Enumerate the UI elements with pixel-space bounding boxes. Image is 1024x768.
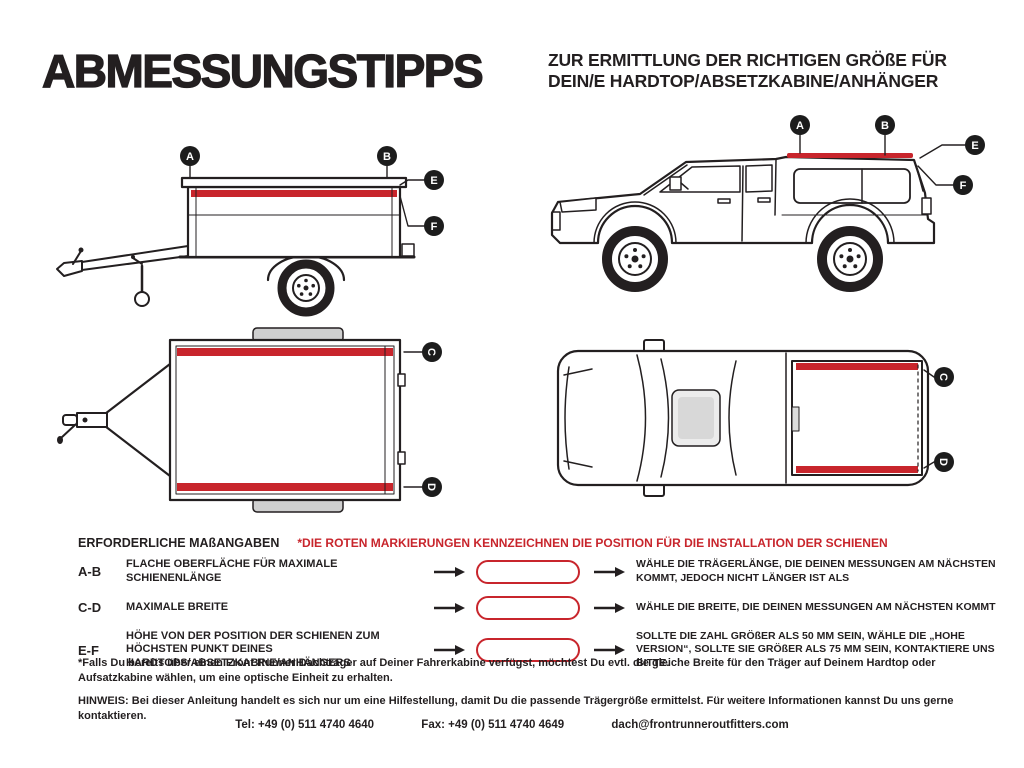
rail-position-marker xyxy=(796,466,918,473)
truck-details xyxy=(551,159,932,244)
truck-side-view-illustration: A B E F xyxy=(550,115,985,292)
svg-text:C: C xyxy=(937,373,949,381)
svg-text:F: F xyxy=(431,221,438,233)
trailer-top-view-illustration: C D xyxy=(57,327,442,513)
hardtop-canopy xyxy=(787,153,924,204)
label-b: B xyxy=(875,115,895,156)
measure-input-ef[interactable] xyxy=(476,638,592,663)
measure-result-ab: WÄHLE DIE TRÄGERLÄNGE, DIE DEINEN MESSUN… xyxy=(636,558,996,584)
jockey-wheel xyxy=(131,255,150,307)
measure-result-cd: WÄHLE DIE BREITE, DIE DEINEN MESSUNGEN A… xyxy=(636,600,996,613)
measurements-heading: ERFORDERLICHE MAßANGABEN xyxy=(78,536,280,550)
rail-position-marker xyxy=(191,190,397,197)
trailer-box xyxy=(180,176,415,259)
label-c: C xyxy=(923,367,954,387)
trailer-wheel xyxy=(277,259,335,317)
svg-text:D: D xyxy=(425,483,437,491)
contact-fax: Fax: +49 (0) 511 4740 4649 xyxy=(421,719,565,731)
truck-top-view-illustration: C D xyxy=(556,339,954,497)
svg-text:C: C xyxy=(425,348,437,356)
arrow-icon xyxy=(594,644,634,656)
label-e: E xyxy=(399,170,444,190)
contact-tel: Tel: +49 (0) 511 4740 4640 xyxy=(235,719,375,731)
sunroof xyxy=(671,389,721,447)
measure-input-cd[interactable] xyxy=(476,595,592,620)
arrow-icon xyxy=(594,602,634,614)
page-subtitle: ZUR ERMITTLUNG DER RICHTIGEN GRÖßE FÜR D… xyxy=(548,50,998,93)
label-d: D xyxy=(403,477,442,497)
label-c: C xyxy=(403,342,442,362)
measure-key-ef: E-F xyxy=(78,642,99,658)
truck-body-top xyxy=(556,349,930,487)
contact-bar: Tel: +49 (0) 511 4740 4640 Fax: +49 (0) … xyxy=(0,719,1024,731)
label-a: A xyxy=(790,115,810,154)
measure-desc-ab: FLACHE OBERFLÄCHE FÜR MAXIMALE SCHIENENL… xyxy=(126,558,338,584)
svg-text:E: E xyxy=(971,140,978,152)
label-d: D xyxy=(923,452,954,472)
measure-input-ab[interactable] xyxy=(476,559,592,584)
measurement-rows: A-B FLACHE OBERFLÄCHE FÜR MAXIMALE SCHIE… xyxy=(78,558,1018,671)
rail-position-marker xyxy=(796,363,918,370)
trailer-drawbar xyxy=(56,245,189,277)
arrow-icon xyxy=(434,644,474,656)
svg-text:E: E xyxy=(430,175,437,187)
svg-text:B: B xyxy=(881,120,889,132)
label-b: B xyxy=(377,146,397,179)
label-f: F xyxy=(399,195,444,236)
svg-text:A: A xyxy=(186,151,194,163)
trailer-side-view-illustration: A B E F xyxy=(56,146,444,317)
rail-position-marker xyxy=(177,483,393,491)
subtitle-line-1: ZUR ERMITTLUNG DER RICHTIGEN GRÖßE FÜR xyxy=(548,50,947,70)
label-e: E xyxy=(919,135,985,159)
hinweis-note: HINWEIS: Bei dieser Anleitung handelt es… xyxy=(78,695,954,722)
measurements-header: ERFORDERLICHE MAßANGABEN *DIE ROTEN MARK… xyxy=(78,536,888,550)
rail-position-marker xyxy=(787,153,913,158)
measure-desc-cd: MAXIMALE BREITE xyxy=(126,600,229,613)
svg-text:D: D xyxy=(937,458,949,466)
measure-key-ab: A-B xyxy=(78,564,102,580)
label-a: A xyxy=(180,146,200,179)
truck-top-details xyxy=(563,352,787,484)
arrow-icon xyxy=(434,602,474,614)
measure-desc-ef: HÖHE VON DER POSITION DER SCHIENEN ZUM H… xyxy=(126,629,380,670)
svg-text:A: A xyxy=(796,120,804,132)
measure-result-ef: SOLLTE DIE ZAHL GRÖßER ALS 50 MM SEIN, W… xyxy=(636,629,995,669)
front-wheel xyxy=(602,226,668,292)
arrow-icon xyxy=(434,566,474,578)
page-title: ABMESSUNGSTIPPS xyxy=(41,45,484,97)
subtitle-line-2: DEIN/E HARDTOP/ABSETZKABINE/ANHÄNGER xyxy=(548,71,939,92)
contact-email[interactable]: dach@frontrunneroutfitters.com xyxy=(611,719,789,731)
measure-key-cd: C-D xyxy=(78,600,102,615)
rear-wheel xyxy=(817,226,883,292)
svg-text:F: F xyxy=(960,180,967,192)
label-f: F xyxy=(917,165,973,195)
arrow-icon xyxy=(594,566,634,578)
svg-text:B: B xyxy=(383,151,391,163)
footnote-asterisk: *Falls Du bereits über einen Front Runne… xyxy=(78,657,936,684)
truck-bed xyxy=(791,360,923,476)
trailer-box-top xyxy=(168,338,406,502)
rail-position-marker xyxy=(177,348,393,356)
red-markings-note: *DIE ROTEN MARKIERUNGEN KENNZEICHNEN DIE… xyxy=(297,536,888,550)
trailer-tongue xyxy=(57,362,172,478)
